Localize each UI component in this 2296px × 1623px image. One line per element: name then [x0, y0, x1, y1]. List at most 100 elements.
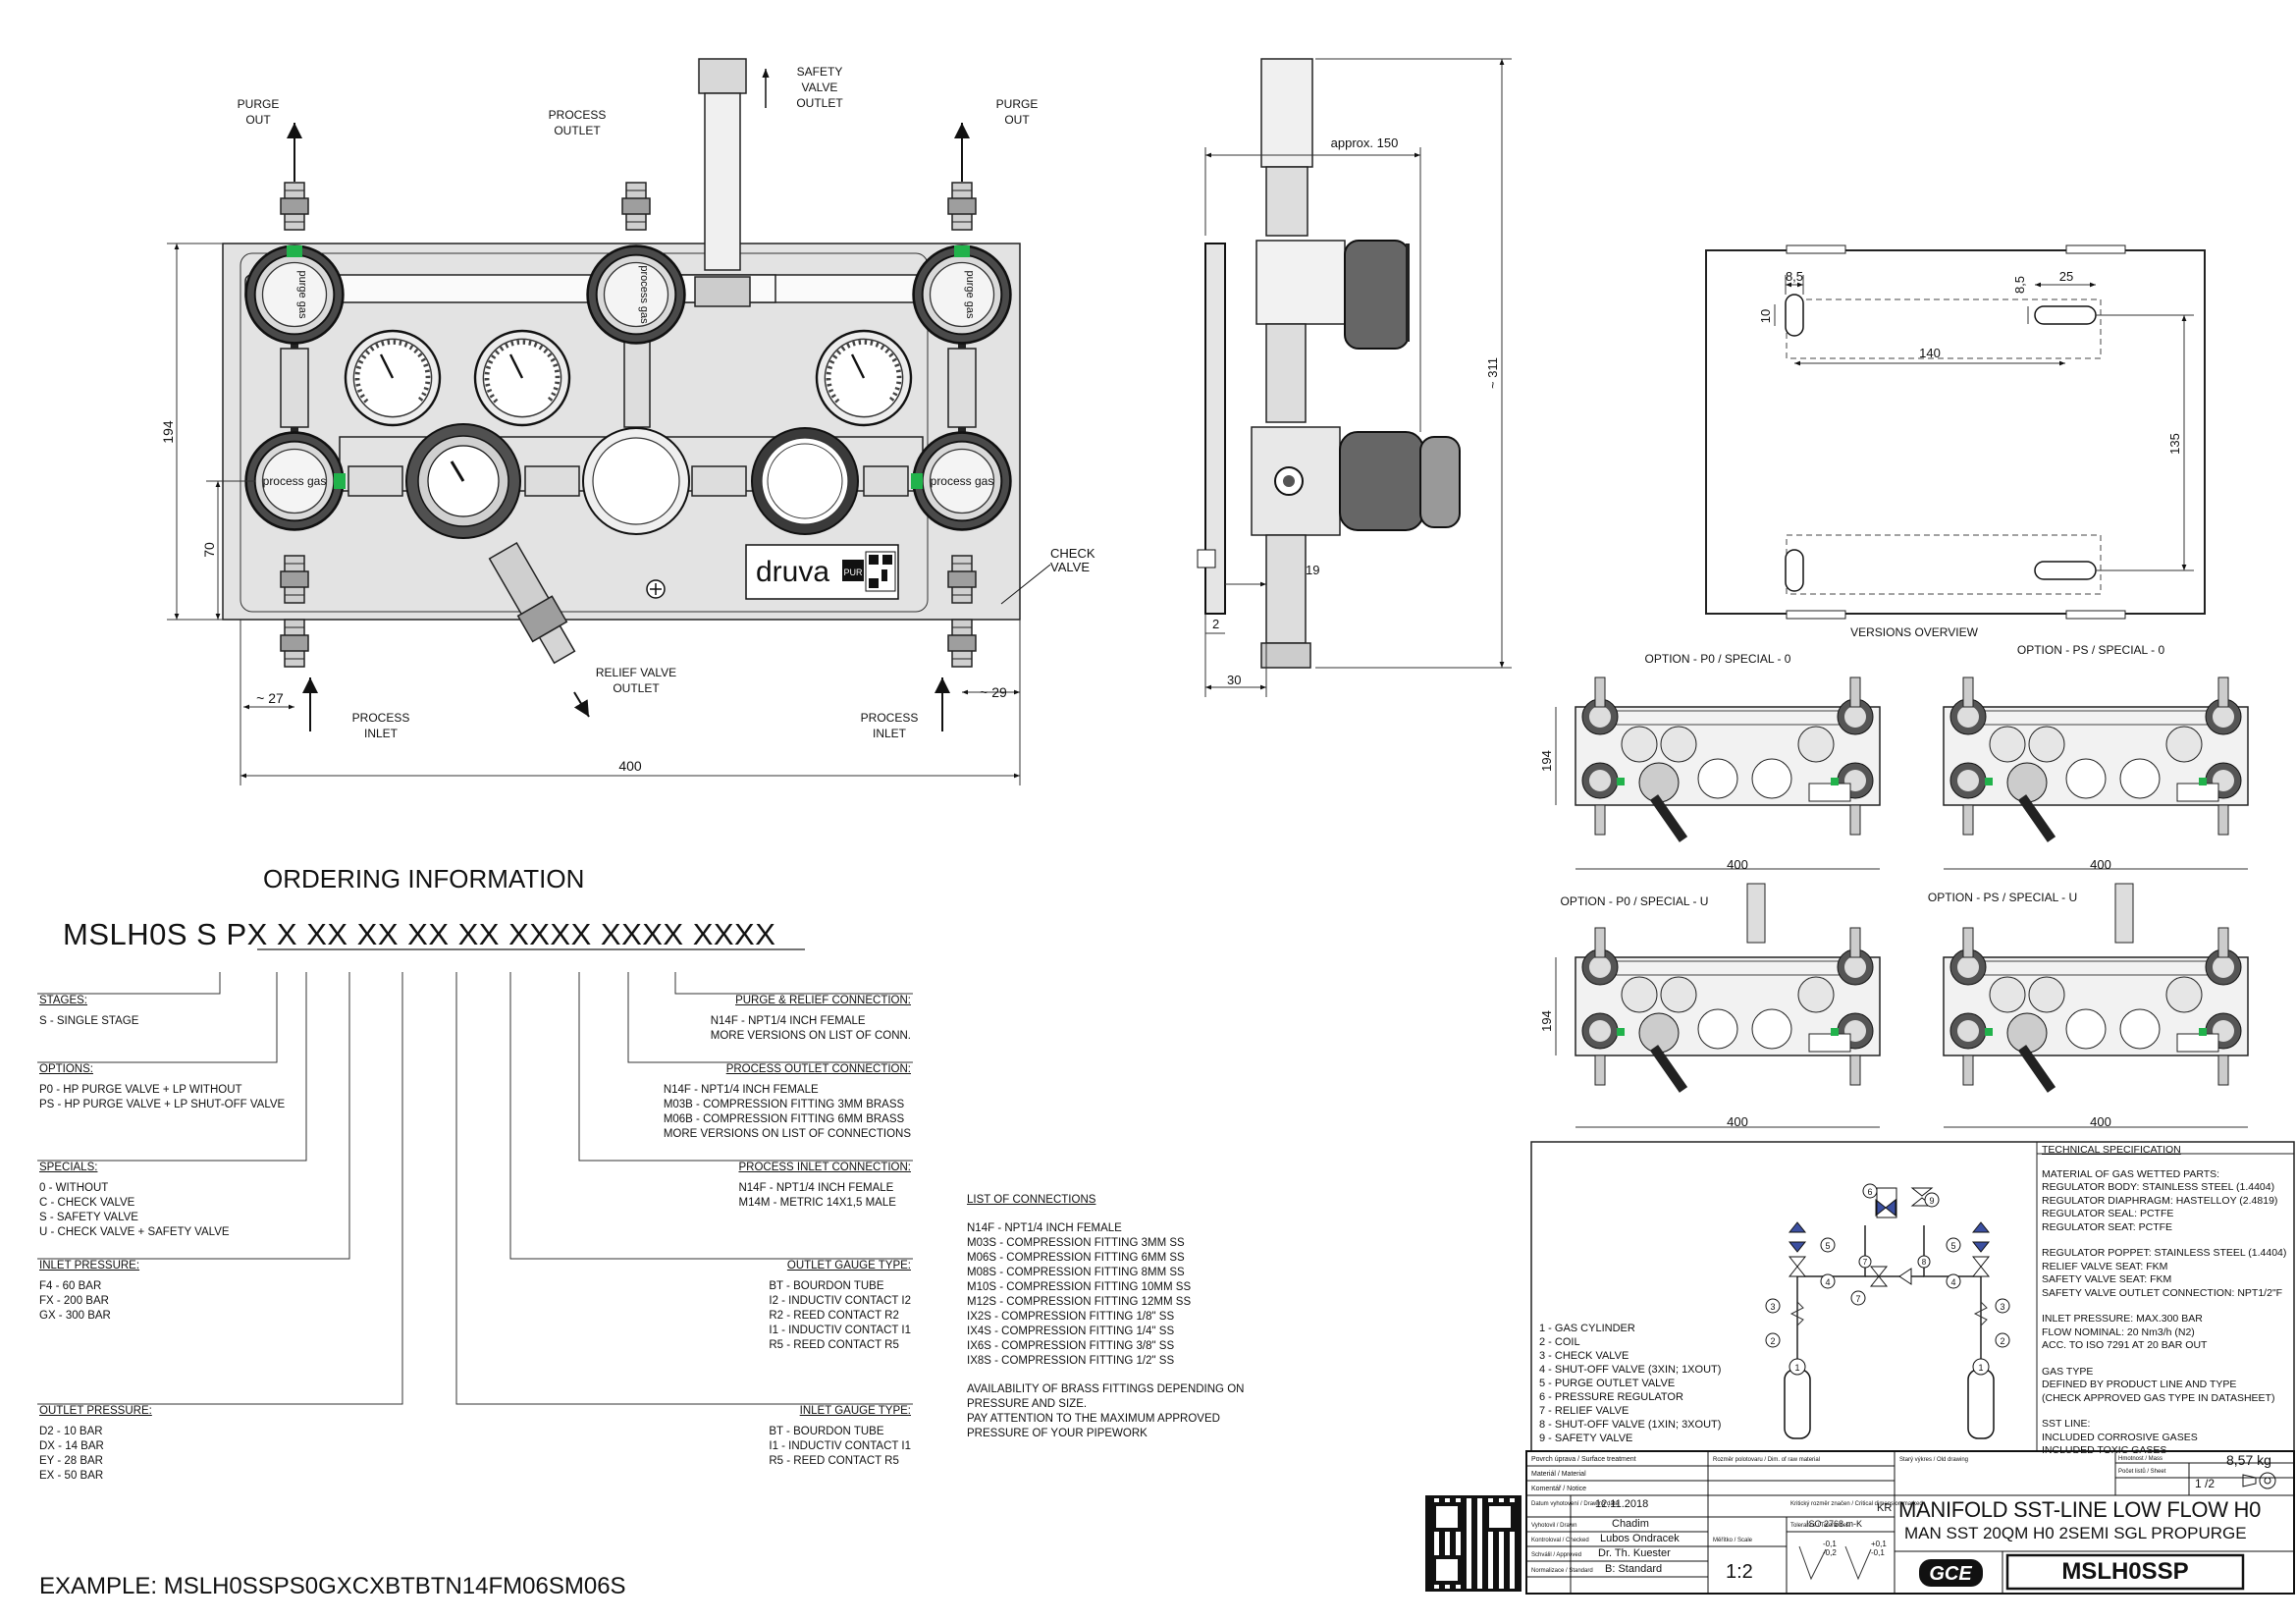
version-title: OPTION - P0 / SPECIAL - 0 [1645, 652, 1791, 666]
block-line: I1 - INDUCTIV CONTACT I1 [769, 1325, 911, 1336]
tb-tol: -0,1 [1823, 1540, 1837, 1548]
order-code: MSLH0S S PX X XX XX XX XX XXXX XXXX XXXX [63, 917, 776, 951]
block-title: OPTIONS: [39, 1063, 93, 1075]
block-line: BT - BOURDON TUBE [769, 1426, 884, 1437]
tb-drawn: Chadim [1612, 1518, 1649, 1530]
version-dim-h: 194 [1539, 1010, 1554, 1032]
block-line: MORE VERSIONS ON LIST OF CONNECTIONS [663, 1128, 911, 1140]
order-example: EXAMPLE: MSLH0SSPS0GXCXBTBTN14FM06SM06S [39, 1573, 626, 1599]
valve-label: purge gas [964, 271, 976, 319]
tb-small: Datum vyhotovení / Drawing date [1531, 1501, 1619, 1507]
schematic-legend: 1 - GAS CYLINDER 2 - COIL 3 - CHECK VALV… [1539, 1322, 1721, 1445]
tb-title2: MAN SST 20QM H0 2SEMI SGL PROPURGE [1904, 1524, 2247, 1542]
label-safety-valve-outlet: VALVE [802, 81, 838, 94]
block-line: BT - BOURDON TUBE [769, 1280, 884, 1292]
legend-item: 4 - SHUT-OFF VALVE (3XIN; 1XOUT) [1539, 1364, 1722, 1376]
valve-label: process gas [638, 265, 650, 324]
order-block: PURGE & RELIEF CONNECTION: N14F - NPT1/4… [711, 994, 911, 1044]
valve-label: process gas [931, 474, 994, 488]
tb-small: Rozměr polotovaru / Dim. of raw material [1713, 1457, 1820, 1463]
block-line: U - CHECK VALVE + SAFETY VALVE [39, 1226, 230, 1238]
tb-small: Měřítko / Scale [1713, 1538, 1753, 1543]
block-line: I1 - INDUCTIV CONTACT I1 [769, 1440, 911, 1452]
connections-note: PRESSURE AND SIZE. [967, 1398, 1088, 1410]
block-title: PURGE & RELIEF CONNECTION: [735, 995, 911, 1006]
connections-list: LIST OF CONNECTIONS N14F - NPT1/4 INCH F… [967, 1193, 1244, 1441]
dim-offset: 19 [1306, 563, 1319, 577]
block-title: PROCESS INLET CONNECTION: [738, 1162, 911, 1173]
spec-line: INCLUDED TOXIC GASES [2042, 1444, 2167, 1456]
dim-slot-w-left: 8,5 [1786, 269, 1803, 284]
schematic-number: 7 [1855, 1294, 1860, 1304]
spec-line: ACC. TO ISO 7291 AT 20 BAR OUT [2042, 1339, 2208, 1351]
order-block: STAGES: S - SINGLE STAGE [39, 994, 138, 1029]
label-purge-out: PURGE [996, 97, 1039, 111]
ordering-title: ORDERING INFORMATION [263, 864, 585, 893]
order-block: OUTLET GAUGE TYPE: BT - BOURDON TUBE I2 … [769, 1259, 911, 1353]
spec-line: RELIEF VALVE SEAT: FKM [2042, 1260, 2168, 1272]
label-relief-valve-outlet: OUTLET [613, 681, 660, 695]
connection-item: M10S - COMPRESSION FITTING 10MM SS [967, 1281, 1192, 1293]
schematic-number: 4 [1950, 1277, 1955, 1287]
tb-title1: MANIFOLD SST-LINE LOW FLOW H0 [1898, 1497, 2262, 1522]
label-process-outlet: OUTLET [554, 124, 601, 137]
tb-tol: -0,1 [1871, 1548, 1885, 1557]
tb-standard: B: Standard [1605, 1563, 1663, 1575]
label-relief-valve-outlet: RELIEF VALVE [596, 666, 676, 679]
versions-overview-caption: VERSIONS OVERVIEW [1850, 625, 1978, 639]
block-title: OUTLET PRESSURE: [39, 1405, 152, 1417]
dim-depth: approx. 150 [1331, 135, 1399, 150]
block-line: M14M - METRIC 14X1,5 MALE [738, 1197, 896, 1209]
tb-scale: 1:2 [1726, 1561, 1753, 1583]
block-title: OUTLET GAUGE TYPE: [786, 1260, 911, 1271]
dim-side-height: ~ 311 [1485, 357, 1500, 389]
ordering-leaders [37, 948, 913, 1405]
connection-item: IX2S - COMPRESSION FITTING 1/8" SS [967, 1311, 1175, 1323]
block-line: C - CHECK VALVE [39, 1197, 135, 1209]
version-dim-w: 400 [1727, 1114, 1748, 1129]
schematic-number: 2 [1770, 1336, 1775, 1346]
connections-title: LIST OF CONNECTIONS [967, 1194, 1096, 1206]
connections-note: AVAILABILITY OF BRASS FITTINGS DEPENDING… [967, 1383, 1245, 1395]
tb-tol: +0,1 [1871, 1540, 1887, 1548]
schematic-number: 1 [1794, 1363, 1799, 1373]
version-dim-w: 400 [1727, 857, 1748, 872]
spec-line: REGULATOR BODY: STAINLESS STEEL (1.4404) [2042, 1181, 2275, 1193]
spec-line: SAFETY VALVE OUTLET CONNECTION: NPT1/2"F [2042, 1286, 2283, 1299]
block-title: SPECIALS: [39, 1162, 98, 1173]
dim-right-offset: ~ 29 [980, 684, 1007, 700]
gce-logo: GCE [1929, 1563, 1972, 1585]
tb-small: Tolerance / Tolerances [1790, 1523, 1849, 1529]
tb-small: Vyhotovil / Drawn [1531, 1523, 1576, 1529]
druva-logo: druva [756, 556, 829, 588]
dim-spacing-h: 140 [1919, 346, 1941, 360]
qr-finder [1432, 1555, 1462, 1585]
spec-line: GAS TYPE [2042, 1365, 2094, 1378]
tb-small: Kontroloval / Checked [1531, 1538, 1589, 1543]
tb-small: Počet listů / Sheet [2118, 1468, 2166, 1475]
spec-line: INCLUDED CORROSIVE GASES [2042, 1431, 2198, 1443]
block-line: 0 - WITHOUT [39, 1182, 109, 1194]
order-block: SPECIALS: 0 - WITHOUT C - CHECK VALVE S … [39, 1161, 230, 1240]
spec-line: (CHECK APPROVED GAS TYPE IN DATASHEET) [2042, 1391, 2275, 1404]
block-title: INLET PRESSURE: [39, 1260, 140, 1271]
label-process-inlet: INLET [873, 727, 907, 740]
tb-small: Materiál / Material [1531, 1471, 1586, 1478]
schematic-number: 3 [1770, 1302, 1775, 1312]
spec-line [2042, 1353, 2286, 1366]
legend-item: 8 - SHUT-OFF VALVE (1XIN; 3XOUT) [1539, 1419, 1722, 1431]
side-view: approx. 150 ~ 311 19 2 30 [1197, 58, 1512, 697]
connection-item: M06S - COMPRESSION FITTING 6MM SS [967, 1252, 1185, 1264]
schematic-number: 6 [1867, 1187, 1872, 1197]
tb-mass: 8,57 kg [2226, 1452, 2271, 1468]
schematic-number: 4 [1825, 1277, 1830, 1287]
legend-item: 5 - PURGE OUTLET VALVE [1539, 1378, 1676, 1389]
block-line: N14F - NPT1/4 INCH FEMALE [710, 1015, 866, 1027]
schematic-number: 9 [1929, 1196, 1934, 1206]
label-purge-out: OUT [245, 113, 271, 127]
dim-left-offset: ~ 27 [256, 690, 284, 706]
version-title: OPTION - P0 / SPECIAL - U [1561, 894, 1709, 908]
spec-line: DEFINED BY PRODUCT LINE AND TYPE [2042, 1379, 2237, 1390]
block-title: STAGES: [39, 995, 87, 1006]
